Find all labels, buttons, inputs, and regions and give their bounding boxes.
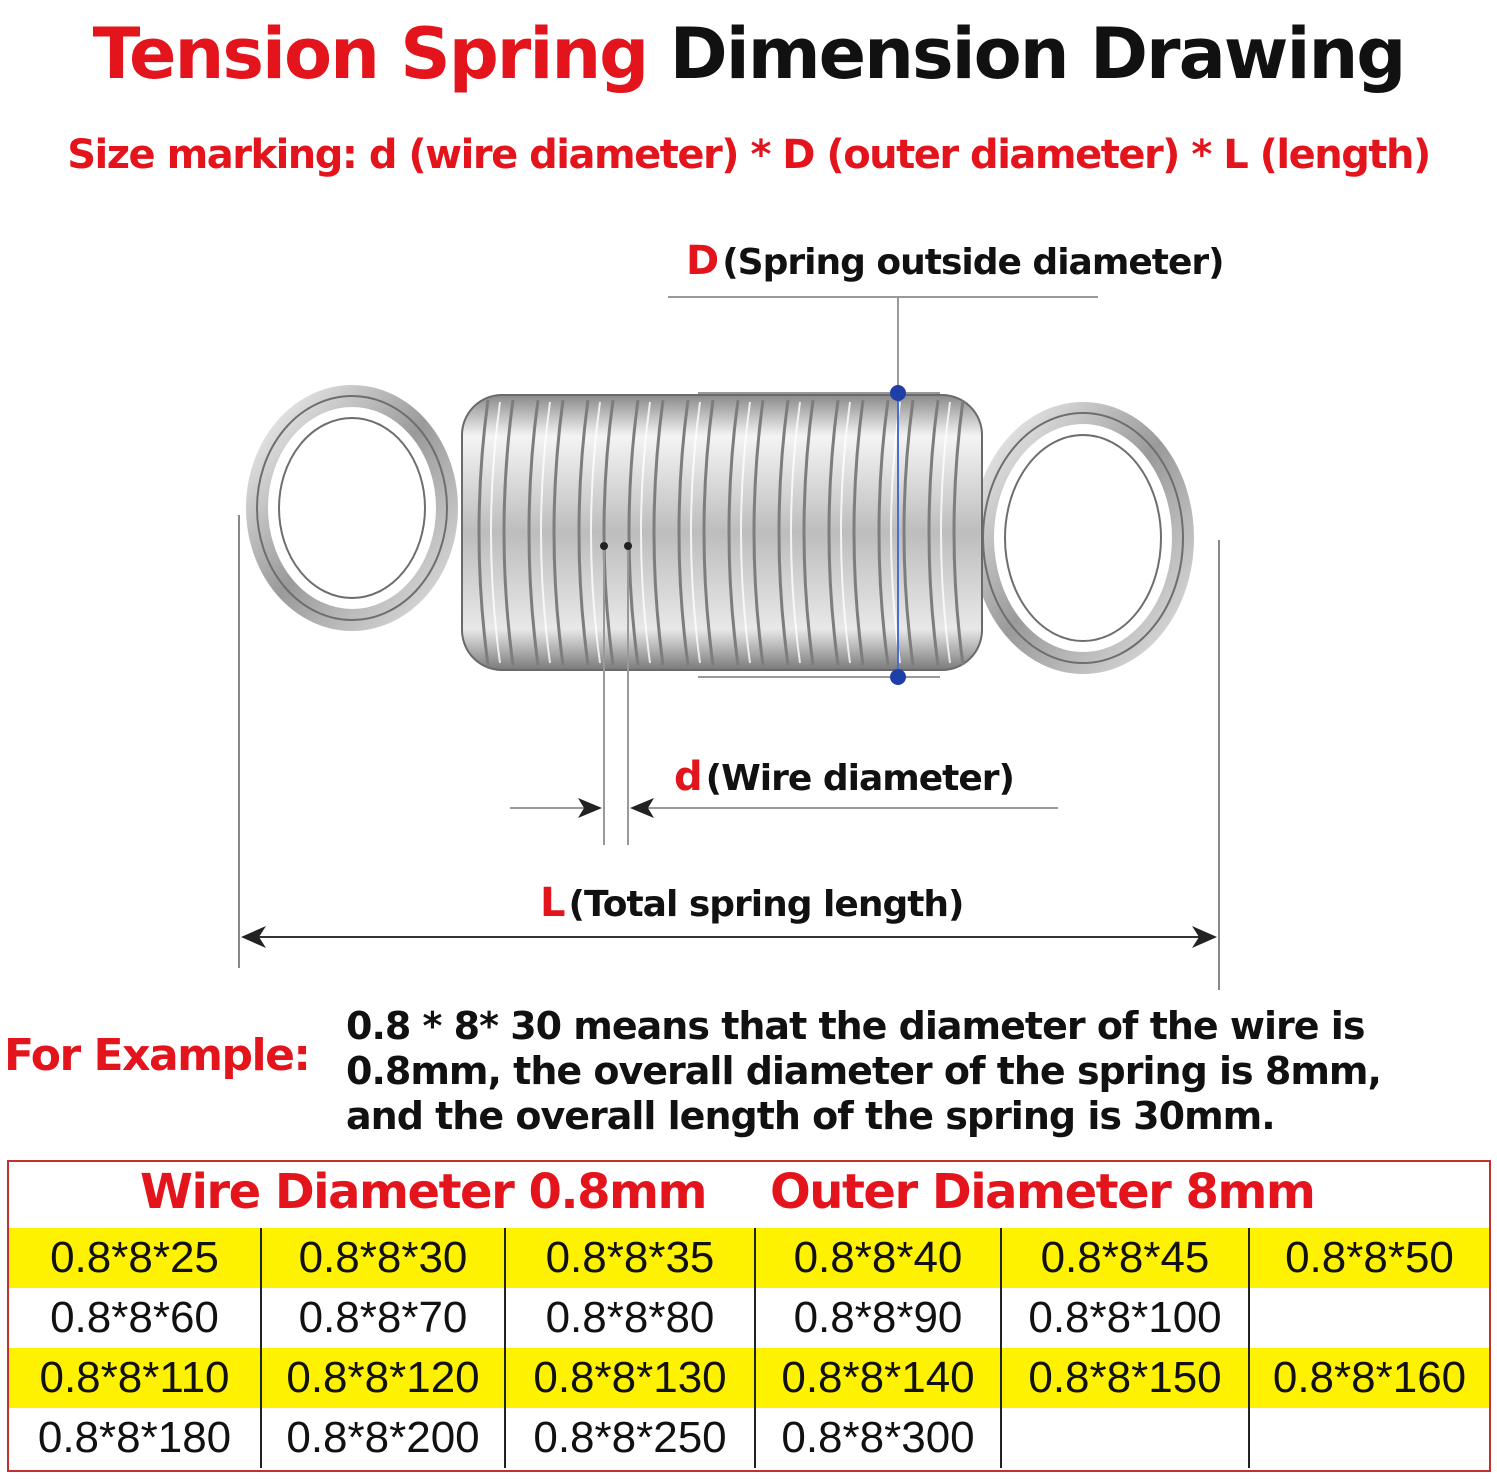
total-length-dimension bbox=[238, 515, 1220, 990]
table-cell bbox=[1249, 1408, 1489, 1468]
outer-diameter-text: (Spring outside diameter) bbox=[722, 242, 1224, 283]
outer-diameter-dimension bbox=[668, 296, 1098, 678]
table-cell: 0.8*8*150 bbox=[1001, 1348, 1250, 1408]
table-cell: 0.8*8*100 bbox=[1001, 1288, 1250, 1348]
table-cell: 0.8*8*90 bbox=[755, 1288, 1002, 1348]
right-hook-loop bbox=[972, 402, 1194, 674]
table-cell: 0.8*8*180 bbox=[9, 1408, 262, 1468]
table-cell: 0.8*8*120 bbox=[261, 1348, 506, 1408]
page-title: Tension Spring Dimension Drawing bbox=[0, 4, 1497, 104]
table-cell: 0.8*8*25 bbox=[9, 1228, 262, 1288]
left-hook-loop bbox=[246, 385, 458, 631]
outer-diameter-label: D(Spring outside diameter) bbox=[686, 238, 1225, 284]
wire-diameter-symbol: d bbox=[674, 754, 703, 800]
table-cell: 0.8*8*70 bbox=[261, 1288, 506, 1348]
table-cell: 0.8*8*45 bbox=[1001, 1228, 1250, 1288]
wire-diameter-dimension bbox=[510, 546, 1058, 845]
title-red-part: Tension Spring bbox=[92, 13, 650, 95]
table-row: 0.8*8*60 0.8*8*70 0.8*8*80 0.8*8*90 0.8*… bbox=[9, 1288, 1489, 1348]
table-cell bbox=[1249, 1288, 1489, 1348]
table-row: 0.8*8*110 0.8*8*120 0.8*8*130 0.8*8*140 … bbox=[9, 1348, 1489, 1408]
example-text: 0.8 * 8* 30 means that the diameter of t… bbox=[346, 1004, 1486, 1139]
outer-diameter-heading: Outer Diameter 8mm bbox=[770, 1164, 1316, 1220]
table-cell: 0.8*8*300 bbox=[755, 1408, 1002, 1468]
wire-diameter-heading: Wire Diameter 0.8mm bbox=[140, 1164, 708, 1220]
table-cell: 0.8*8*110 bbox=[9, 1348, 262, 1408]
spring-dimension-drawing bbox=[238, 296, 1220, 990]
example-line: 0.8mm, the overall diameter of the sprin… bbox=[346, 1049, 1382, 1093]
example-heading: For Example: bbox=[4, 1030, 311, 1081]
wire-right-marker bbox=[624, 542, 632, 550]
wire-diameter-label: d(Wire diameter) bbox=[674, 754, 1015, 800]
table-cell: 0.8*8*60 bbox=[9, 1288, 262, 1348]
wire-diameter-text: (Wire diameter) bbox=[705, 758, 1015, 799]
table-row: 0.8*8*180 0.8*8*200 0.8*8*250 0.8*8*300 bbox=[9, 1408, 1489, 1468]
table-cell bbox=[1001, 1408, 1250, 1468]
table-row: 0.8*8*25 0.8*8*30 0.8*8*35 0.8*8*40 0.8*… bbox=[9, 1228, 1489, 1288]
table-cell: 0.8*8*250 bbox=[505, 1408, 756, 1468]
outer-diameter-top-marker bbox=[890, 385, 906, 401]
total-length-symbol: L bbox=[540, 880, 565, 926]
wire-right-arrowhead bbox=[630, 798, 654, 818]
wire-left-arrowhead bbox=[578, 798, 602, 818]
spec-table-frame bbox=[7, 1160, 1491, 1472]
table-cell: 0.8*8*30 bbox=[261, 1228, 506, 1288]
table-cell: 0.8*8*200 bbox=[261, 1408, 506, 1468]
length-left-arrowhead bbox=[241, 926, 266, 948]
outer-diameter-symbol: D bbox=[686, 238, 719, 284]
title-black-part: Dimension Drawing bbox=[669, 13, 1407, 95]
table-cell: 0.8*8*35 bbox=[505, 1228, 756, 1288]
outer-diameter-bottom-marker bbox=[890, 669, 906, 685]
size-marking-subtitle: Size marking: d (wire diameter) * D (out… bbox=[67, 132, 1431, 178]
table-cell: 0.8*8*40 bbox=[755, 1228, 1002, 1288]
example-line: and the overall length of the spring is … bbox=[346, 1094, 1276, 1138]
table-cell: 0.8*8*130 bbox=[505, 1348, 756, 1408]
example-line: 0.8 * 8* 30 means that the diameter of t… bbox=[346, 1004, 1365, 1048]
total-length-text: (Total spring length) bbox=[568, 884, 965, 925]
spring-coil-body bbox=[461, 394, 983, 671]
table-cell: 0.8*8*80 bbox=[505, 1288, 756, 1348]
table-cell: 0.8*8*160 bbox=[1249, 1348, 1489, 1408]
size-spec-table: 0.8*8*25 0.8*8*30 0.8*8*35 0.8*8*40 0.8*… bbox=[9, 1228, 1489, 1468]
length-right-arrowhead bbox=[1192, 926, 1217, 948]
total-length-label: L(Total spring length) bbox=[540, 880, 965, 926]
wire-left-marker bbox=[600, 542, 608, 550]
table-cell: 0.8*8*140 bbox=[755, 1348, 1002, 1408]
table-cell: 0.8*8*50 bbox=[1249, 1228, 1489, 1288]
